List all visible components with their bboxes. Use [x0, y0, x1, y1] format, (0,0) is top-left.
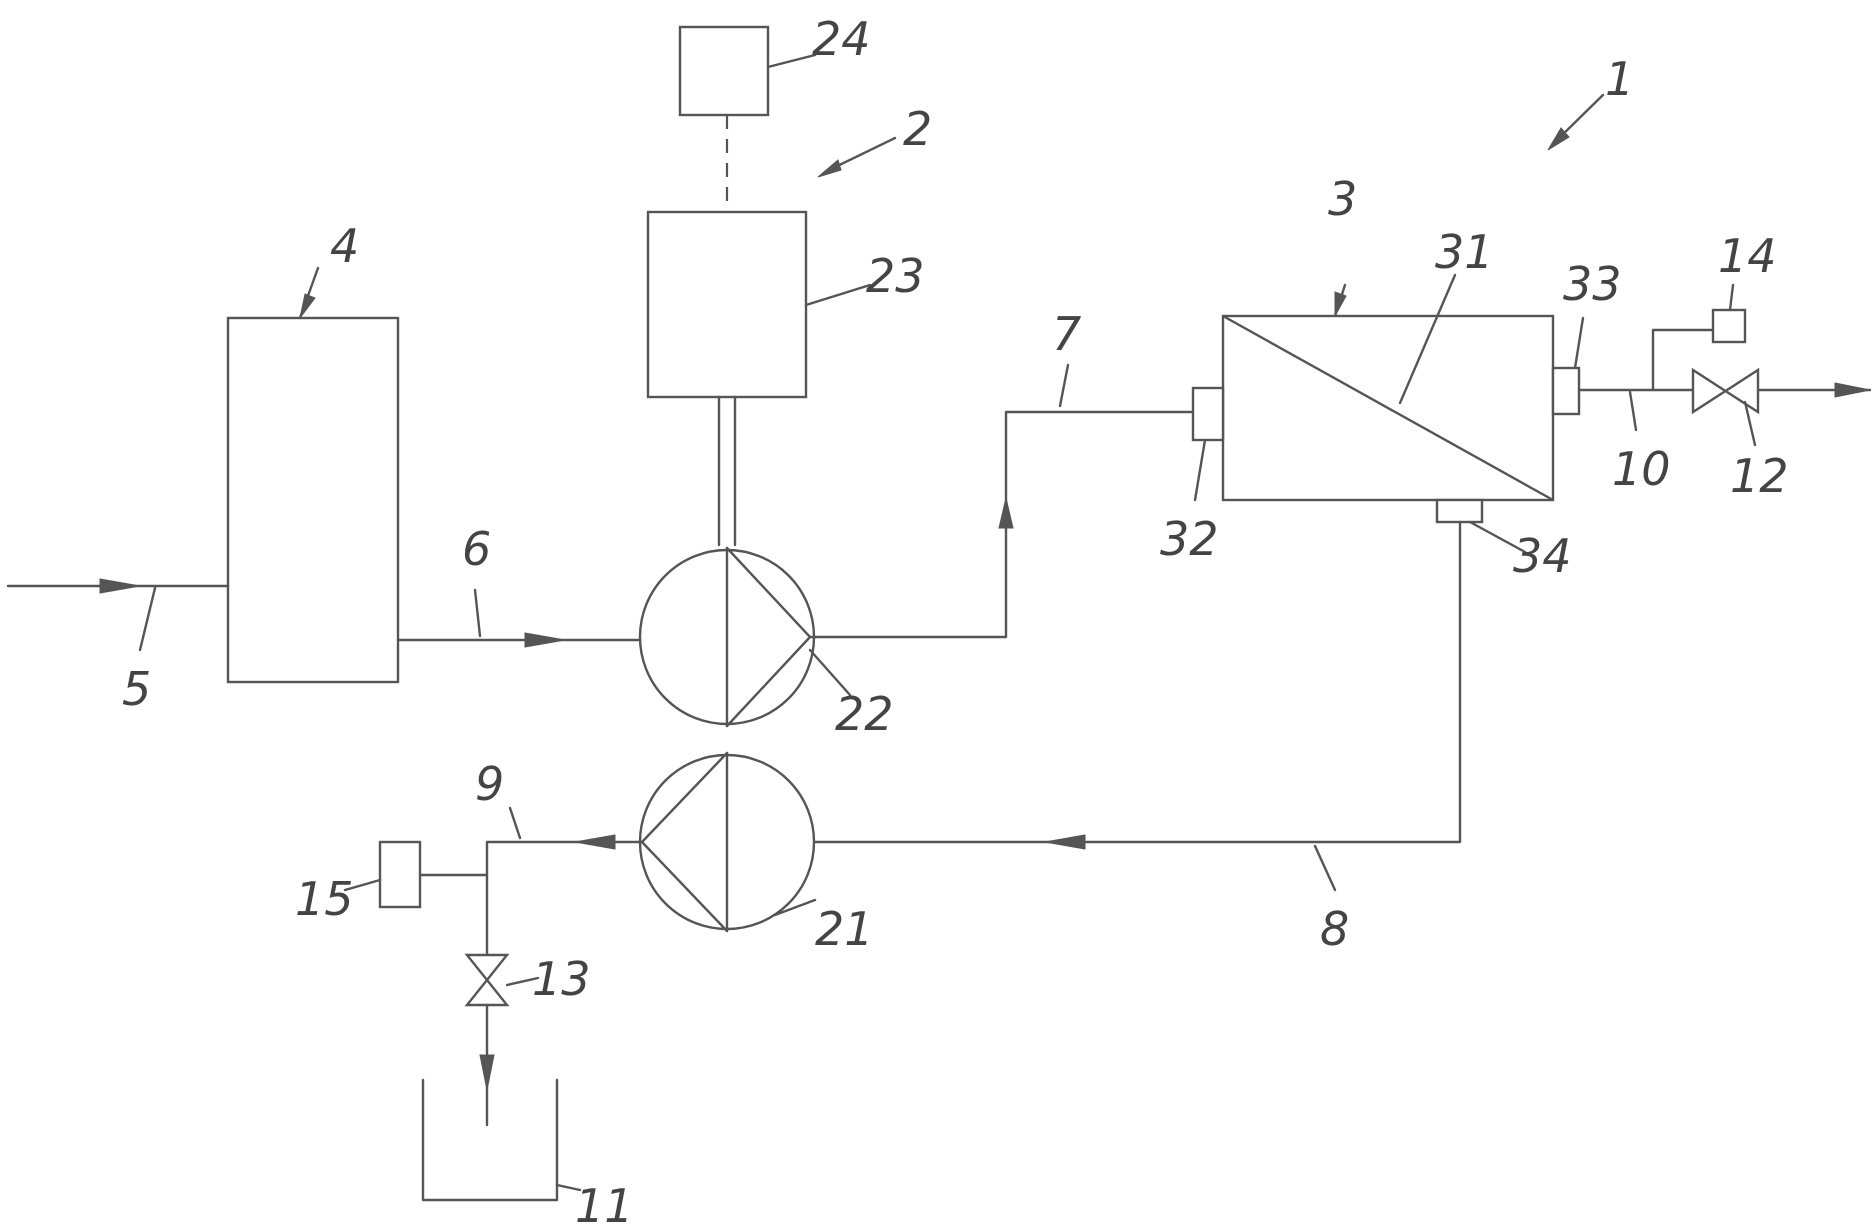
label-6: 6 — [462, 522, 491, 576]
valve-12 — [1693, 370, 1758, 412]
label-33: 33 — [1563, 257, 1622, 311]
motor-box — [648, 212, 806, 397]
label-12: 12 — [1730, 449, 1789, 503]
valve-13 — [467, 955, 507, 1005]
port-32 — [1193, 388, 1223, 440]
port-34 — [1437, 500, 1482, 522]
arrow-valve-13 — [480, 1055, 494, 1090]
line-9 — [487, 842, 642, 955]
label-8: 8 — [1320, 902, 1349, 956]
leader-23 — [806, 285, 870, 305]
leader-6 — [475, 590, 480, 636]
label-7: 7 — [1052, 307, 1081, 361]
vessel-11 — [423, 1080, 557, 1200]
leader-10 — [1630, 392, 1636, 430]
label-21: 21 — [815, 902, 874, 956]
label-3: 3 — [1328, 172, 1357, 226]
label-32: 32 — [1160, 512, 1219, 566]
leader-8 — [1315, 846, 1335, 890]
label-10: 10 — [1612, 442, 1671, 496]
label-22: 22 — [835, 687, 894, 741]
leader-14 — [1730, 285, 1733, 310]
arrow-4 — [300, 294, 315, 318]
line-8 — [810, 522, 1460, 842]
arrow-feed — [100, 579, 140, 593]
label-24: 24 — [812, 12, 871, 66]
label-34: 34 — [1513, 529, 1572, 583]
arrow-2 — [818, 160, 841, 177]
label-1: 1 — [1605, 52, 1634, 106]
arrow-line-6 — [525, 633, 565, 647]
leader-9 — [510, 808, 520, 838]
sensor-15 — [380, 842, 420, 907]
leader-32 — [1195, 440, 1205, 500]
tank-box — [228, 318, 398, 682]
leader-24 — [768, 55, 815, 67]
leader-7 — [1060, 365, 1068, 406]
arrow-3 — [1335, 292, 1346, 316]
sensor-14 — [1713, 310, 1745, 342]
arrow-line-7 — [999, 498, 1013, 528]
leader-33 — [1575, 318, 1583, 368]
port-33 — [1553, 368, 1579, 414]
arrow-outlet — [1835, 383, 1870, 397]
controller-box — [680, 27, 768, 115]
leader-5 — [140, 588, 155, 650]
label-11: 11 — [575, 1179, 634, 1225]
label-23: 23 — [866, 249, 925, 303]
label-9: 9 — [475, 757, 504, 811]
label-15: 15 — [295, 872, 354, 926]
arrow-line-9 — [575, 835, 615, 849]
label-4: 4 — [330, 219, 359, 273]
label-31: 31 — [1435, 225, 1494, 279]
arrow-line-8 — [1045, 835, 1085, 849]
label-5: 5 — [122, 662, 151, 716]
label-13: 13 — [532, 952, 591, 1006]
label-2: 2 — [903, 102, 932, 156]
label-14: 14 — [1718, 229, 1777, 283]
